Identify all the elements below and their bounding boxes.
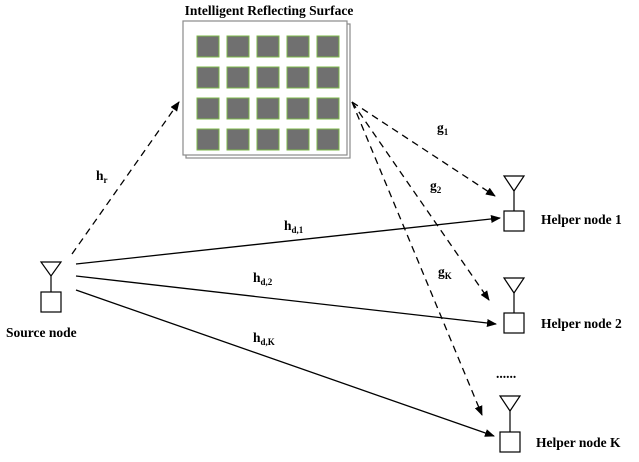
surface-elements bbox=[196, 35, 340, 151]
reflecting-element bbox=[256, 97, 280, 120]
ellipsis: ...... bbox=[496, 366, 516, 381]
helper-node-1 bbox=[502, 175, 526, 232]
source-antenna-icon bbox=[39, 261, 63, 278]
reflecting-element bbox=[226, 97, 250, 120]
reflecting-element bbox=[196, 35, 220, 58]
label-hd2: hd,2 bbox=[253, 270, 273, 287]
reflecting-element bbox=[256, 35, 280, 58]
helper-k-box-icon bbox=[499, 431, 521, 453]
source-box-icon bbox=[40, 291, 62, 313]
reflecting-element bbox=[226, 128, 250, 151]
source-node bbox=[39, 261, 63, 313]
helper-node-k bbox=[498, 395, 522, 453]
reflecting-element bbox=[316, 97, 340, 120]
link-hd2 bbox=[75, 275, 497, 327]
link-hd1 bbox=[75, 214, 501, 265]
link-hr bbox=[71, 101, 180, 255]
helper-k-antenna-icon bbox=[498, 395, 522, 413]
reflecting-element bbox=[226, 66, 250, 89]
reflecting-element bbox=[196, 66, 220, 89]
label-g1: g1 bbox=[437, 120, 449, 137]
reflecting-element bbox=[286, 128, 310, 151]
label-gK: gK bbox=[438, 264, 452, 281]
reflecting-element bbox=[316, 128, 340, 151]
helper-1-box-icon bbox=[503, 210, 525, 232]
reflecting-element bbox=[256, 66, 280, 89]
reflecting-element bbox=[286, 97, 310, 120]
helper-2-box-icon bbox=[503, 312, 525, 334]
reflecting-element bbox=[286, 66, 310, 89]
label-g2: g2 bbox=[430, 178, 442, 195]
link-g2 bbox=[351, 101, 490, 301]
helper-2-antenna-icon bbox=[502, 277, 526, 295]
reflecting-element bbox=[286, 35, 310, 58]
reflecting-element bbox=[196, 97, 220, 120]
helper-node-2 bbox=[502, 277, 526, 334]
helper-2-label: Helper node 2 bbox=[541, 316, 622, 331]
reflecting-element bbox=[196, 128, 220, 151]
surface-title: Intelligent Reflecting Surface bbox=[185, 3, 354, 18]
label-hd1: hd,1 bbox=[284, 218, 304, 235]
label-hdK: hd,K bbox=[253, 330, 275, 347]
reflecting-surface bbox=[182, 20, 351, 159]
link-gK bbox=[351, 101, 483, 416]
reflecting-element bbox=[316, 35, 340, 58]
link-g1 bbox=[351, 101, 496, 197]
helper-1-label: Helper node 1 bbox=[541, 212, 622, 227]
label-hr: hr bbox=[96, 168, 108, 185]
helper-k-label: Helper node K bbox=[536, 435, 621, 450]
source-label: Source node bbox=[6, 325, 77, 340]
helper-1-antenna-icon bbox=[502, 175, 526, 193]
link-hdK bbox=[75, 289, 495, 437]
reflecting-element bbox=[226, 35, 250, 58]
reflecting-element bbox=[316, 66, 340, 89]
reflecting-element bbox=[256, 128, 280, 151]
